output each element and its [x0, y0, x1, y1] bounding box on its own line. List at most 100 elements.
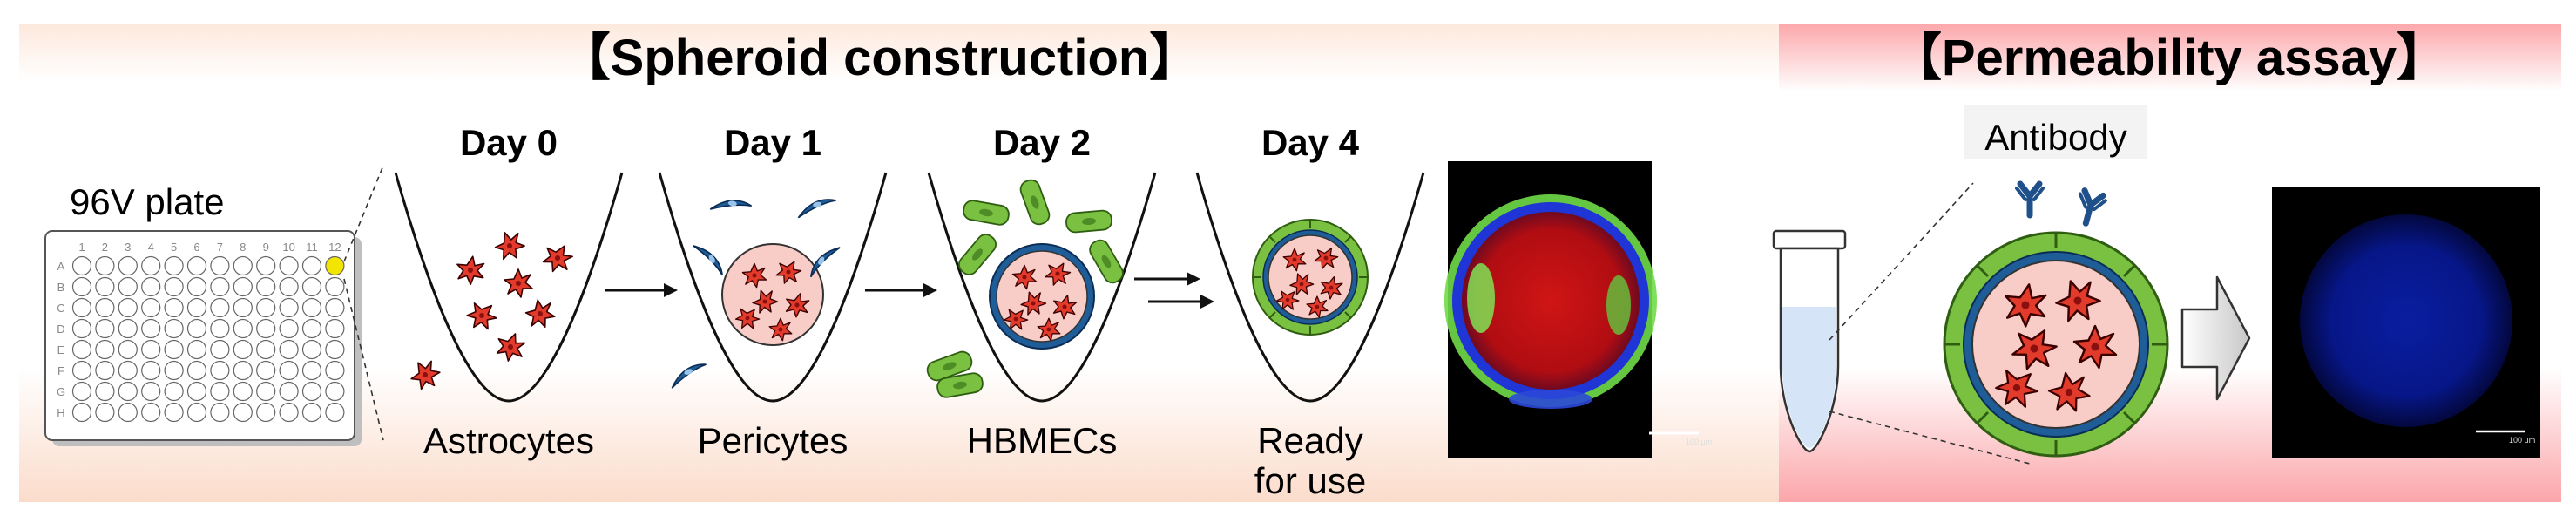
plate-row-letter: D: [57, 322, 64, 336]
plate-well: [256, 318, 276, 339]
plate-well: [118, 402, 138, 423]
v-well-day-0: [394, 172, 624, 403]
plate-well: [210, 276, 230, 297]
plate-well: [325, 381, 345, 402]
plate-well-highlighted: [325, 255, 345, 276]
step-cell-4-line2: for use: [1254, 460, 1366, 501]
plate-well: [210, 339, 230, 360]
plate-well: [118, 255, 138, 276]
fluorescence-image-spheroid: 100 μm: [1444, 161, 1712, 458]
plate-column-number: 8: [240, 241, 246, 254]
plate-well: [118, 276, 138, 297]
plate-well: [210, 381, 230, 402]
arrow-day1-day2: [865, 283, 937, 297]
plate-well: [256, 402, 276, 423]
plate-well: [95, 318, 115, 339]
plate-column-number: 4: [148, 241, 154, 254]
plate-label: 96V plate: [70, 181, 224, 222]
zoom-line-tube-top: [1829, 182, 1974, 341]
zoom-line-tube-bottom: [1829, 411, 2031, 465]
arrow-day0-day1: [605, 283, 678, 297]
plate-well: [233, 318, 253, 339]
plate-column-number: 11: [306, 241, 318, 254]
plate-well: [71, 339, 92, 360]
plate-well: [301, 297, 322, 318]
plate-well: [325, 402, 345, 423]
plate-well: [233, 360, 253, 381]
plate-well: [233, 402, 253, 423]
plate-well: [141, 255, 161, 276]
plate-row-letter: C: [57, 302, 64, 315]
plate-well: [279, 381, 299, 402]
plate-well: [164, 339, 184, 360]
plate-well: [186, 297, 207, 318]
plate-well: [233, 297, 253, 318]
plate-well: [301, 318, 322, 339]
plate-well: [164, 297, 184, 318]
plate-well: [95, 339, 115, 360]
plate-well: [95, 255, 115, 276]
plate-well: [118, 339, 138, 360]
step-cell-1: Pericytes: [698, 420, 849, 461]
plate-well: [71, 402, 92, 423]
step-day-0: Day 0: [460, 122, 558, 163]
plate-well: [141, 339, 161, 360]
plate-row-letter: G: [57, 385, 65, 398]
plate-well: [325, 318, 345, 339]
plate-column-number: 9: [263, 241, 269, 254]
plate-well: [301, 339, 322, 360]
assembled-spheroid: [1252, 219, 1369, 336]
plate-well: [279, 318, 299, 339]
assay-section-title: 【Permeability assay】: [1891, 30, 2447, 86]
plate-well: [118, 360, 138, 381]
plate-row-letter: A: [57, 260, 65, 273]
step-day-1: Day 1: [724, 122, 821, 163]
plate-well: [186, 339, 207, 360]
plate-column-number: 12: [328, 241, 341, 254]
svg-text:100 μm: 100 μm: [1686, 438, 1712, 446]
v-well-day-4: [1195, 172, 1425, 403]
v-well-day-1: [658, 172, 888, 403]
plate-well: [71, 297, 92, 318]
plate-well: [279, 339, 299, 360]
plate-well: [186, 360, 207, 381]
zoom-line-bottom: [343, 278, 384, 441]
antibody-label-bg: [1964, 105, 2147, 159]
plate-well: [301, 381, 322, 402]
plate-well: [95, 381, 115, 402]
plate-column-number: 1: [78, 241, 85, 254]
plate-column-number: 10: [282, 241, 294, 254]
plate-well: [301, 360, 322, 381]
plate-well: [256, 360, 276, 381]
plate-column-number: 6: [193, 241, 199, 254]
plate-well: [210, 255, 230, 276]
plate-well: [210, 402, 230, 423]
plate-well: [71, 255, 92, 276]
plate-well: [256, 297, 276, 318]
plate-well: [256, 339, 276, 360]
plate-well: [233, 381, 253, 402]
plate-well: [256, 255, 276, 276]
plate-well: [210, 360, 230, 381]
plate-column-number: 3: [125, 241, 131, 254]
step-cell-4-line1: Ready: [1257, 420, 1362, 461]
svg-text:100 μm: 100 μm: [2509, 436, 2535, 445]
plate-column-number: 5: [171, 241, 177, 254]
plate-well: [118, 297, 138, 318]
plate-well: [95, 360, 115, 381]
plate-well: [164, 381, 184, 402]
plate-well: [164, 402, 184, 423]
plate-well: [279, 402, 299, 423]
plate-well: [301, 255, 322, 276]
plate-well: [186, 276, 207, 297]
plate-well: [233, 255, 253, 276]
step-day-2: Day 2: [993, 122, 1091, 163]
plate-well: [210, 297, 230, 318]
v-well-day-2: [927, 172, 1157, 403]
plate-row-letter: F: [57, 364, 64, 377]
plate-column-number: 2: [102, 241, 108, 254]
plate-well: [71, 276, 92, 297]
plate-well: [301, 276, 322, 297]
